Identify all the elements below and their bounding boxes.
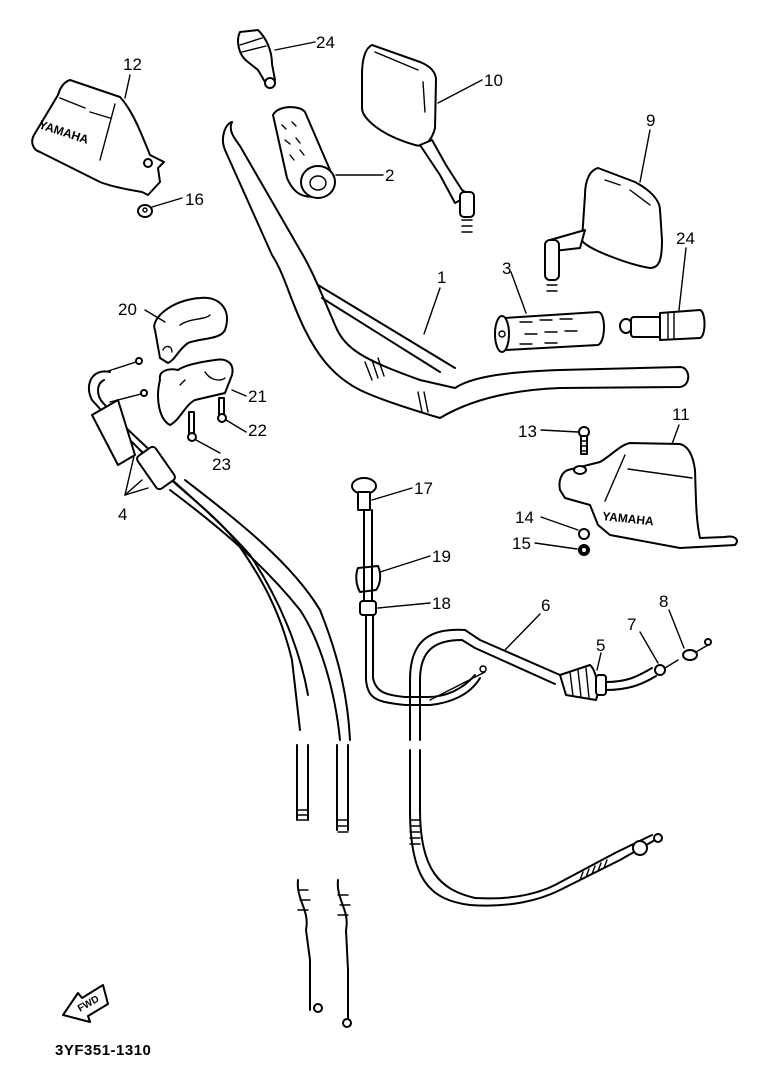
callout-5: 5 (596, 636, 605, 671)
throttle-grip[interactable] (272, 106, 336, 199)
cable-knob-17[interactable] (351, 477, 377, 511)
label-2: 2 (385, 166, 394, 185)
label-23: 23 (212, 455, 231, 474)
callout-10: 10 (437, 71, 503, 104)
label-8: 8 (659, 592, 668, 611)
label-14: 14 (515, 508, 534, 527)
callout-11: 11 (671, 405, 690, 445)
label-21: 21 (248, 387, 267, 406)
callout-1: 1 (423, 268, 446, 335)
label-24a: 24 (316, 33, 335, 52)
label-11: 11 (672, 405, 690, 424)
cable-adjuster-7[interactable] (654, 659, 679, 676)
callout-7: 7 (627, 615, 659, 664)
part-code: 3YF351-1310 (55, 1042, 151, 1059)
label-24b: 24 (676, 229, 695, 248)
label-9: 9 (646, 111, 655, 130)
label-19: 19 (432, 547, 451, 566)
screw-13[interactable] (578, 426, 590, 455)
cable-boot-5[interactable] (559, 664, 657, 701)
callout-12: 12 (123, 55, 142, 99)
callout-2: 2 (335, 166, 394, 185)
callout-24-top: 24 (274, 33, 335, 52)
callout-3: 3 (502, 259, 527, 314)
label-17: 17 (414, 479, 433, 498)
nut-18[interactable] (359, 600, 377, 616)
callout-24-right: 24 (676, 229, 695, 311)
cable-holder-19[interactable] (355, 565, 382, 593)
bar-end-weight-left[interactable] (237, 29, 276, 89)
screw-23[interactable] (187, 411, 197, 442)
callout-20: 20 (118, 300, 166, 323)
nut-15[interactable] (578, 544, 590, 556)
callout-6: 6 (504, 596, 550, 651)
right-handguard[interactable]: YAMAHA (558, 442, 738, 549)
label-3: 3 (502, 259, 511, 278)
label-13: 13 (518, 422, 537, 441)
label-12: 12 (123, 55, 142, 74)
throttle-cables[interactable] (87, 370, 352, 1028)
callout-17: 17 (371, 479, 433, 501)
washer-14[interactable] (578, 528, 590, 540)
cable-assembly-6[interactable] (409, 628, 663, 907)
label-4: 4 (118, 505, 127, 524)
callout-14: 14 (515, 508, 579, 531)
cable-long[interactable] (363, 509, 487, 706)
label-7: 7 (627, 615, 636, 634)
label-16: 16 (185, 190, 204, 209)
callout-21: 21 (231, 387, 267, 406)
left-handguard[interactable]: YAMAHA (31, 79, 165, 196)
label-18: 18 (432, 594, 451, 613)
callout-19: 19 (379, 547, 451, 573)
label-1: 1 (437, 268, 446, 287)
callout-4: 4 (118, 455, 149, 524)
label-10: 10 (484, 71, 503, 90)
callout-18: 18 (377, 594, 451, 613)
label-20: 20 (118, 300, 137, 319)
callout-8: 8 (659, 592, 685, 649)
fwd-arrow-icon: FWD (62, 984, 109, 1023)
throttle-housing-upper[interactable] (153, 296, 228, 364)
label-6: 6 (541, 596, 550, 615)
left-grip[interactable] (494, 311, 605, 353)
callout-22: 22 (225, 419, 267, 440)
pin-small (104, 357, 148, 403)
left-mirror[interactable] (361, 44, 475, 233)
nut-16[interactable] (137, 204, 153, 218)
bar-end-weight-right[interactable] (619, 309, 706, 341)
callout-16: 16 (151, 190, 204, 209)
brand-text-right: YAMAHA (602, 509, 655, 528)
callout-15: 15 (512, 534, 578, 553)
callout-13: 13 (518, 422, 579, 441)
right-mirror[interactable] (544, 167, 663, 292)
handlebar[interactable] (222, 121, 690, 419)
callout-23: 23 (195, 439, 231, 474)
label-22: 22 (248, 421, 267, 440)
label-15: 15 (512, 534, 531, 553)
throttle-housing-lower[interactable] (157, 358, 234, 426)
label-5: 5 (596, 636, 605, 655)
screw-22[interactable] (217, 397, 227, 423)
callout-9: 9 (639, 111, 655, 183)
cable-end-8[interactable] (682, 638, 712, 661)
